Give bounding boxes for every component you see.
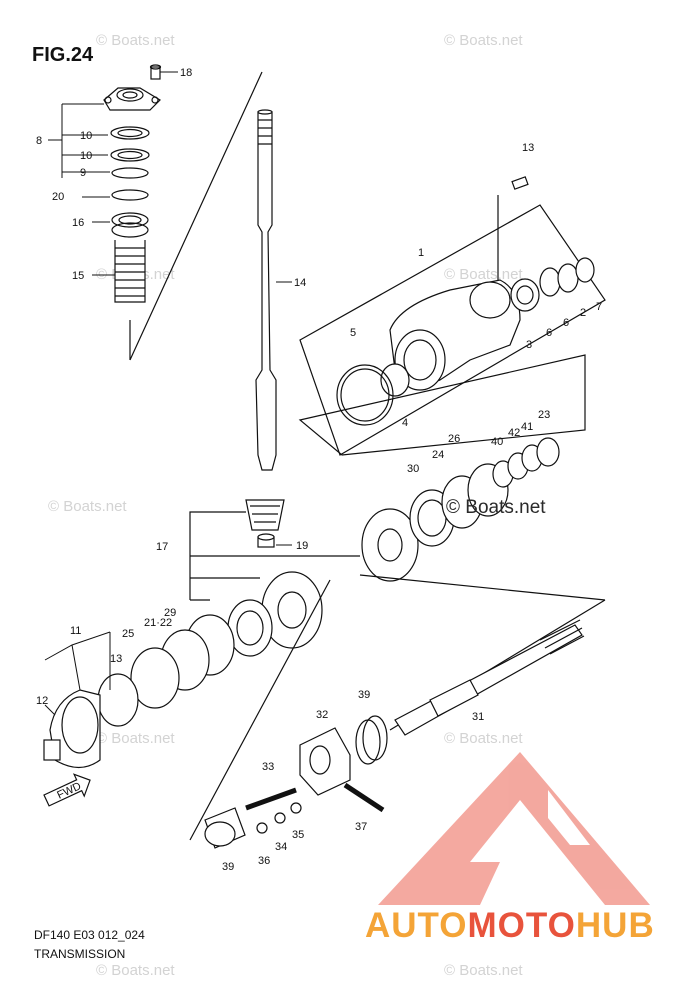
watermark: © Boats.net bbox=[48, 498, 127, 515]
callout: 23 bbox=[538, 409, 550, 421]
watermark: © Boats.net bbox=[96, 962, 175, 979]
watermark: © Boats.net bbox=[444, 32, 523, 49]
callout: 33 bbox=[262, 761, 274, 773]
callout: 34 bbox=[275, 841, 287, 853]
callout: 10 bbox=[80, 130, 92, 142]
watermark: © Boats.net bbox=[444, 962, 523, 979]
callout: 7 bbox=[596, 301, 602, 313]
callout: 6 bbox=[563, 317, 569, 329]
callout: 5 bbox=[350, 327, 356, 339]
callout: 13 bbox=[522, 142, 534, 154]
callout: 13 bbox=[110, 653, 122, 665]
callout: 8 bbox=[36, 135, 42, 147]
callout: 39 bbox=[222, 861, 234, 873]
brand-logo-icon bbox=[378, 752, 650, 905]
brand-part: MOTO bbox=[467, 906, 576, 945]
callout: 15 bbox=[72, 270, 84, 282]
callout: 9 bbox=[80, 167, 86, 179]
fwd-arrow-icon: FWD bbox=[43, 773, 91, 807]
callout: 21·22 bbox=[144, 617, 172, 629]
callout: 14 bbox=[294, 277, 306, 289]
callout: 39 bbox=[358, 689, 370, 701]
callout: 30 bbox=[407, 463, 419, 475]
callout: 24 bbox=[432, 449, 444, 461]
callout: 10 bbox=[80, 150, 92, 162]
callout-labels: 18 8 10 10 9 20 16 15 14 13 1 5 4 3 6 6 … bbox=[36, 67, 602, 873]
fwd-label: FWD bbox=[55, 780, 83, 801]
figure-name: TRANSMISSION bbox=[34, 947, 126, 961]
callout: 16 bbox=[72, 217, 84, 229]
callout: 42 bbox=[508, 427, 520, 439]
callout: 20 bbox=[52, 191, 64, 203]
callout: 41 bbox=[521, 421, 533, 433]
callout: 19 bbox=[296, 540, 308, 552]
callout: 35 bbox=[292, 829, 304, 841]
callout: 17 bbox=[156, 541, 168, 553]
callout: 29 bbox=[164, 607, 176, 619]
figure-title: FIG.24 bbox=[32, 44, 94, 66]
callout: 36 bbox=[258, 855, 270, 867]
callout: 6 bbox=[546, 327, 552, 339]
callout: 11 bbox=[70, 625, 81, 637]
callout: 18 bbox=[180, 67, 192, 79]
watermark: © Boats.net bbox=[96, 730, 175, 747]
figure-code: DF140 E03 012_024 bbox=[34, 928, 145, 942]
watermark: © Boats.net bbox=[96, 32, 175, 49]
callout: 2 bbox=[580, 307, 586, 319]
brand-part: HUB bbox=[575, 906, 655, 945]
callout: 37 bbox=[355, 821, 367, 833]
watermark-main: © Boats.net bbox=[446, 497, 546, 518]
brand-part: AUTO bbox=[365, 906, 468, 945]
callout: 12 bbox=[36, 695, 48, 707]
callout: 32 bbox=[316, 709, 328, 721]
callout: 40 bbox=[491, 436, 503, 448]
brand-wordmark: AUTOMOTOHUB bbox=[365, 906, 655, 946]
callout: 1 bbox=[418, 247, 424, 259]
watermark: © Boats.net bbox=[444, 266, 523, 283]
callout: 4 bbox=[402, 417, 408, 429]
watermark: © Boats.net bbox=[444, 730, 523, 747]
callout: 3 bbox=[526, 339, 532, 351]
callout: 26 bbox=[448, 433, 460, 445]
callout: 31 bbox=[472, 711, 484, 723]
callout: 25 bbox=[122, 628, 134, 640]
